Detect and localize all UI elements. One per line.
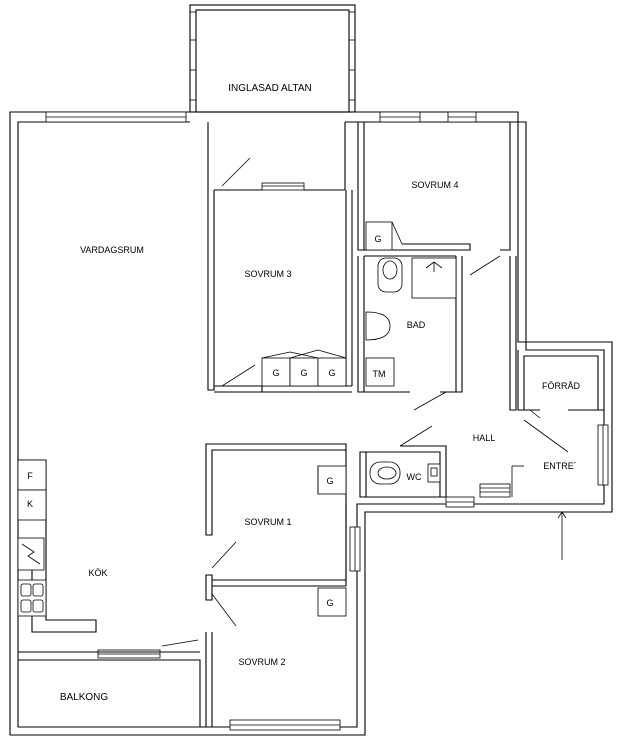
washer <box>365 357 395 387</box>
label-vardagsrum: VARDAGSRUM <box>80 245 144 255</box>
kitchen-sink <box>17 579 47 617</box>
label-bad: BAD <box>407 320 426 330</box>
wardrobe-sovrum3-c <box>317 357 347 387</box>
windows <box>45 111 609 731</box>
interior-walls <box>18 122 604 727</box>
room-labels: INGLASAD ALTAN VARDAGSRUM SOVRUM 3 SOVRU… <box>60 83 581 703</box>
fridge <box>17 459 47 491</box>
fixture-labels: G G G G TM G G F K <box>27 234 386 608</box>
label-balkong: BALKONG <box>60 692 109 703</box>
toilet-bad <box>377 257 403 293</box>
wardrobe-sovrum3-b <box>289 357 319 387</box>
label-freezer: K <box>27 499 33 509</box>
wardrobe-sovrum3-a <box>261 357 291 387</box>
label-sovrum1: SOVRUM 1 <box>244 517 291 527</box>
label-wc: WC <box>407 472 422 482</box>
label-wardrobe-sovrum3-c: G <box>328 368 335 378</box>
toilet-wc <box>369 461 401 485</box>
label-sovrum2: SOVRUM 2 <box>238 657 285 667</box>
label-entre: ENTRE´ <box>543 461 577 471</box>
label-wardrobe-sovrum1: G <box>326 476 333 486</box>
label-forrad: FÖRRÅD <box>542 381 581 391</box>
freezer <box>17 489 47 521</box>
label-kok: KÖK <box>88 568 107 578</box>
label-hall: HALL <box>473 433 496 443</box>
fixtures <box>17 221 457 617</box>
wardrobe-sovrum1 <box>317 465 347 495</box>
doors <box>161 157 569 647</box>
label-fridge: F <box>27 471 33 481</box>
wardrobe-sovrum4 <box>365 221 393 251</box>
wardrobe-sovrum2 <box>317 587 347 617</box>
altan-walls <box>189 4 356 191</box>
label-altan: INGLASAD ALTAN <box>228 83 312 94</box>
label-wardrobe-sovrum2: G <box>326 598 333 608</box>
bad-sink <box>365 311 391 341</box>
label-wardrobe-sovrum4: G <box>374 234 381 244</box>
label-wardrobe-sovrum3-a: G <box>272 368 279 378</box>
outer-walls <box>9 111 613 736</box>
label-sovrum4: SOVRUM 4 <box>411 180 458 190</box>
label-washer: TM <box>373 369 386 379</box>
label-wardrobe-sovrum3-b: G <box>300 368 307 378</box>
wc-sink <box>427 463 441 483</box>
label-sovrum3: SOVRUM 3 <box>244 269 291 279</box>
